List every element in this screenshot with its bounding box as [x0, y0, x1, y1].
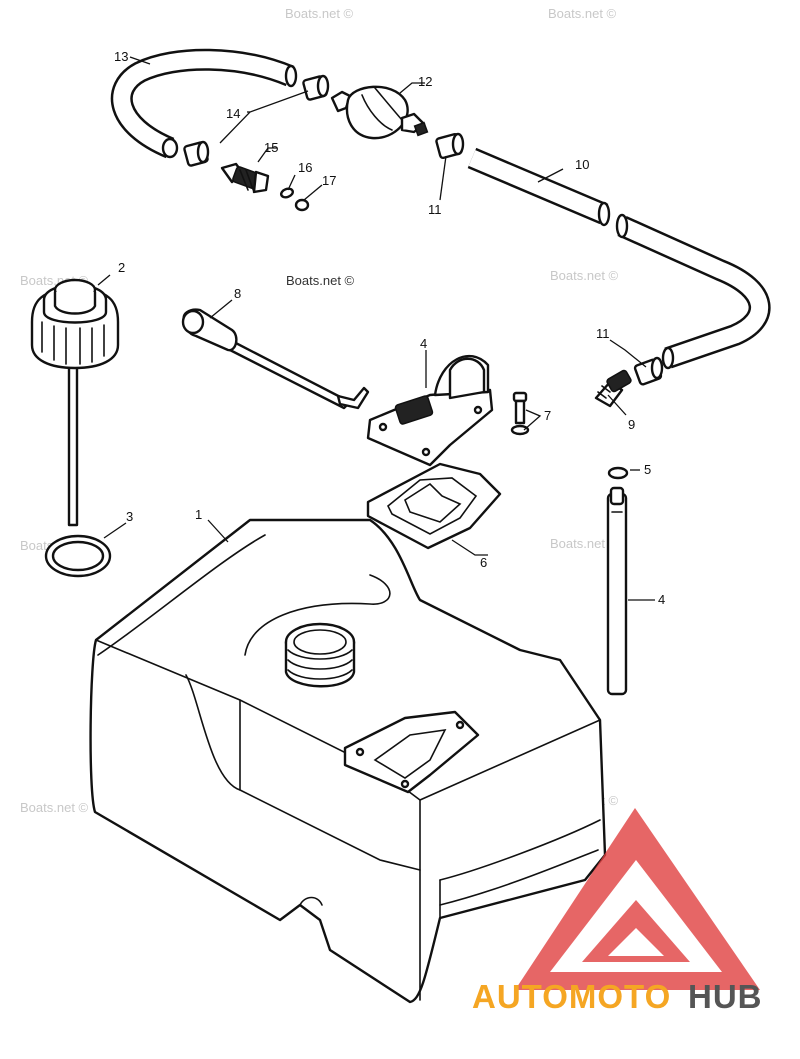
part-7-screw [510, 391, 530, 436]
tank-sender-mount [343, 710, 480, 794]
part-4-sender [366, 354, 494, 467]
part-14-clamps [183, 74, 330, 167]
callout-10: 10 [575, 157, 589, 172]
callout-9: 9 [628, 417, 635, 432]
callout-17: 17 [322, 173, 336, 188]
callout-3: 3 [126, 509, 133, 524]
part-5-o-ring [607, 466, 629, 480]
leader-lines [97, 56, 655, 601]
callout-4-sender: 4 [420, 336, 427, 351]
callout-12: 12 [418, 74, 432, 89]
part-16-17-rings [279, 187, 310, 212]
callout-15: 15 [264, 140, 278, 155]
part-9-fitting [594, 369, 632, 408]
callout-11-upper: 11 [428, 202, 442, 217]
part-8-float [181, 308, 370, 410]
part-11-clamps [435, 132, 664, 386]
part-6-gasket [366, 462, 502, 550]
part-13-hose [110, 48, 298, 159]
automotohub-logo: AUTOMOTO HUB [472, 808, 763, 1015]
callout-6: 6 [480, 555, 487, 570]
callout-2: 2 [118, 260, 125, 275]
callout-5: 5 [644, 462, 651, 477]
callout-13: 13 [114, 49, 128, 64]
part-10-hose [467, 147, 771, 370]
callout-7: 7 [544, 408, 551, 423]
part-2-cap [30, 278, 120, 527]
watermark: Boats.net © [20, 800, 89, 815]
callouts: 1 2 3 4 4 5 6 7 8 9 10 11 11 12 13 14 15… [114, 49, 665, 607]
callout-1: 1 [195, 507, 202, 522]
watermark: Boats.net © [550, 536, 619, 551]
logo-text-automoto: AUTOMOTO [472, 978, 671, 1015]
part-12-primer-bulb [330, 85, 429, 140]
watermark: Boats.net © [285, 6, 354, 21]
part-15-fitting [220, 162, 270, 194]
watermark: Boats.net © [550, 268, 619, 283]
watermark: Boats.net © [548, 6, 617, 21]
tank-filler-neck [284, 622, 356, 688]
logo-text-hub: HUB [688, 978, 763, 1015]
callout-8: 8 [234, 286, 241, 301]
watermark-main: Boats.net © [286, 273, 355, 288]
callout-11-lower: 11 [596, 326, 610, 341]
callout-14: 14 [226, 106, 240, 121]
callout-4-tube: 4 [658, 592, 665, 607]
part-4-pickup-tube [606, 486, 628, 696]
callout-16: 16 [298, 160, 312, 175]
part-3-o-ring [44, 534, 112, 578]
part-1-fuel-tank [89, 518, 607, 1004]
